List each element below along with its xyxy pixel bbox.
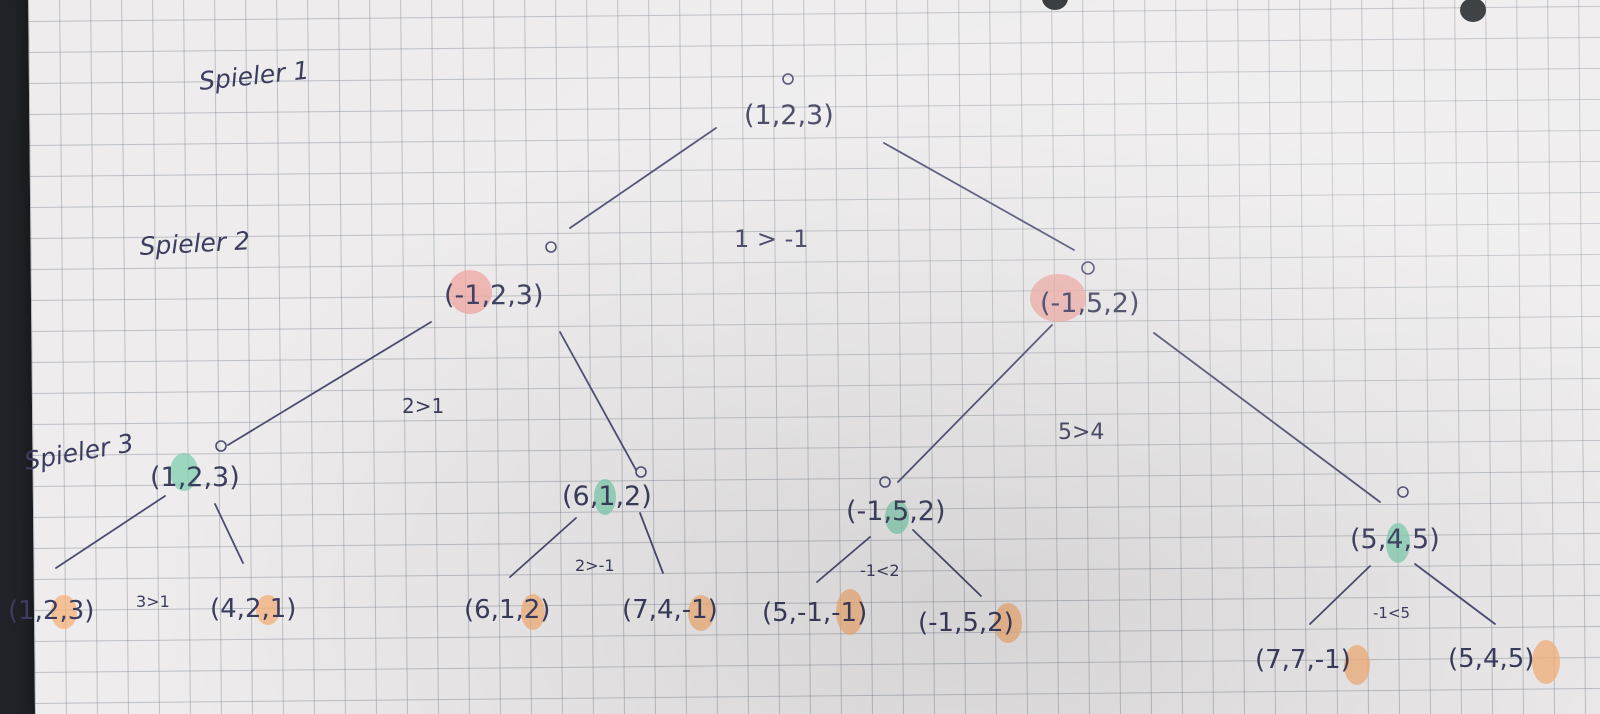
node-root: (1,2,3) xyxy=(744,100,834,131)
node-marker xyxy=(215,440,227,452)
comparison-p3-b: 2>-1 xyxy=(575,556,615,575)
highlight-orange xyxy=(51,595,77,629)
node-p3-a: (1,2,3) xyxy=(150,462,240,493)
leaf: (5,4,5) xyxy=(1448,644,1534,674)
comparison-p2-left: 2>1 xyxy=(402,394,444,418)
node-p2-left: (-1,2,3) xyxy=(444,280,544,311)
highlights xyxy=(51,270,1560,685)
edge xyxy=(509,517,577,578)
node-p2-right: (-1,5,2) xyxy=(1040,288,1140,319)
edge xyxy=(1309,565,1371,625)
edge xyxy=(897,324,1053,483)
binder-hole xyxy=(1042,0,1068,10)
tree-edges xyxy=(55,127,1496,625)
node-p3-d: (5,4,5) xyxy=(1350,524,1440,555)
leaf: (-1,5,2) xyxy=(918,608,1014,638)
binder-hole xyxy=(1460,0,1486,22)
highlight-green xyxy=(594,479,616,515)
node-marker xyxy=(635,466,647,478)
edge xyxy=(55,495,166,569)
node-p3-c: (-1,5,2) xyxy=(846,496,946,527)
comparison-root: 1 > -1 xyxy=(734,225,809,253)
node-markers xyxy=(215,73,1409,498)
leaf: (4,2,1) xyxy=(210,594,296,624)
highlight-orange xyxy=(256,595,280,625)
highlight-orange xyxy=(1344,645,1370,685)
comparison-labels: 1 > -1 2>1 5>4 3>1 2>-1 -1<2 -1<5 xyxy=(136,225,1410,622)
player-label-1: Spieler 1 xyxy=(198,56,311,96)
node-marker xyxy=(782,73,794,85)
edge xyxy=(227,321,432,446)
comparison-p3-a: 3>1 xyxy=(136,592,170,611)
highlight-orange xyxy=(1532,640,1560,684)
highlight-orange xyxy=(836,589,864,635)
edge xyxy=(1153,332,1381,503)
node-marker xyxy=(879,476,891,488)
node-marker xyxy=(1397,486,1409,498)
leaf: (1,2,3) xyxy=(8,596,94,626)
edge xyxy=(1414,563,1496,625)
player-label-3: Spieler 3 xyxy=(22,428,136,476)
highlight-orange xyxy=(688,595,714,631)
node-marker xyxy=(1081,261,1095,275)
highlight-green xyxy=(170,453,198,491)
highlight-green xyxy=(885,500,909,534)
leaf-labels: (1,2,3) (4,2,1) (6,1,2) (7,4,-1) (5,-1,-… xyxy=(8,594,1534,675)
node-p3-b: (6,1,2) xyxy=(562,481,652,512)
comparison-p2-right: 5>4 xyxy=(1058,420,1104,445)
leaf: (6,1,2) xyxy=(464,595,550,625)
edge xyxy=(883,142,1075,251)
node-marker xyxy=(545,241,557,253)
edge xyxy=(214,503,244,564)
comparison-p3-d: -1<5 xyxy=(1373,604,1410,622)
highlight-red xyxy=(1030,274,1086,322)
highlight-orange xyxy=(994,603,1022,643)
highlight-orange xyxy=(521,594,545,630)
node-labels: (1,2,3) (-1,2,3) (-1,5,2) (1,2,3) (6,1,2… xyxy=(150,100,1440,555)
leaf: (7,7,-1) xyxy=(1255,645,1351,675)
leaf: (5,-1,-1) xyxy=(762,598,867,628)
player-label-2: Spieler 2 xyxy=(139,226,251,261)
edge xyxy=(559,331,637,471)
edge xyxy=(816,536,871,583)
player-labels: Spieler 1 Spieler 2 Spieler 3 xyxy=(22,56,311,476)
leaf: (7,4,-1) xyxy=(622,595,718,625)
edge xyxy=(639,512,664,574)
edge xyxy=(912,529,982,597)
highlight-red xyxy=(448,270,492,314)
comparison-p3-c: -1<2 xyxy=(860,561,900,580)
edge xyxy=(569,127,717,229)
highlight-green xyxy=(1386,523,1410,563)
